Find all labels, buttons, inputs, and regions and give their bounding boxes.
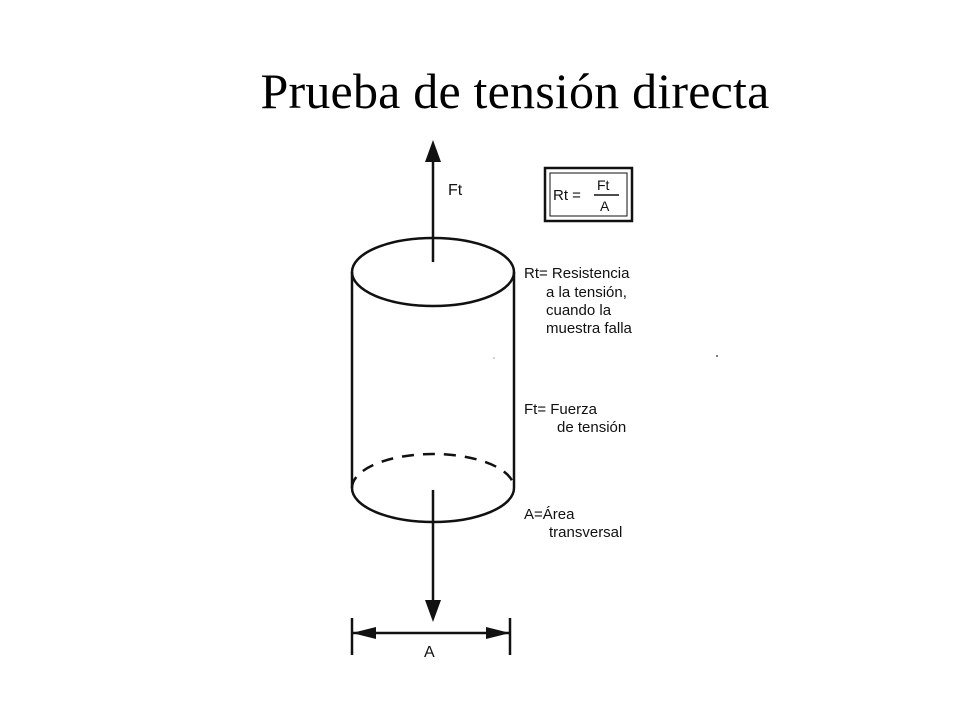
scan-speck xyxy=(493,357,495,359)
cylinder-specimen xyxy=(350,236,516,524)
width-label: A xyxy=(424,644,435,661)
legend-ft-line-1: Ft= Fuerza xyxy=(524,401,598,418)
cylinder-bottom-back-arc xyxy=(350,452,516,489)
legend-a: A=Área transversal xyxy=(524,506,622,541)
formula-lhs: Rt = xyxy=(553,187,581,204)
legend-rt-line-3: cuando la xyxy=(546,302,612,319)
legend-ft: Ft= Fuerza de tensión xyxy=(524,401,626,436)
downward-force-arrow xyxy=(425,490,441,622)
scan-speck xyxy=(716,355,718,357)
formula-numerator: Ft xyxy=(597,177,610,193)
legend-a-line-2: transversal xyxy=(549,524,622,541)
formula-box: Rt = Ft A xyxy=(543,166,634,223)
formula-denominator: A xyxy=(600,198,610,214)
legend-rt-line-4: muestra falla xyxy=(546,320,633,337)
slide-title: Prueba de tensión directa xyxy=(260,63,770,119)
legend-rt: Rt= Resistencia a la tensión, cuando la … xyxy=(524,265,633,337)
upward-force-arrow xyxy=(425,140,441,262)
legend-a-line-1: A=Área xyxy=(524,506,575,523)
legend-rt-line-1: Rt= Resistencia xyxy=(524,265,630,282)
force-label-top: Ft xyxy=(448,182,463,199)
legend-rt-line-2: a la tensión, xyxy=(546,284,627,301)
legend-ft-line-2: de tensión xyxy=(557,419,626,436)
width-dimension xyxy=(350,618,512,655)
